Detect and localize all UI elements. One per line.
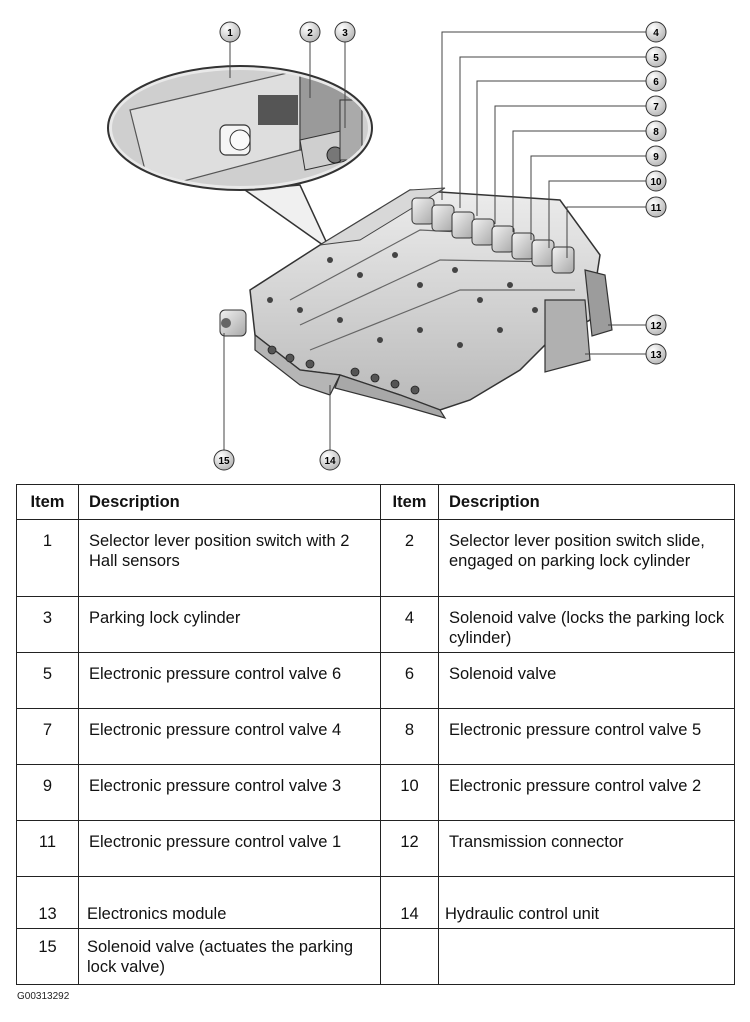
table-row: 1 Selector lever position switch with 2 … <box>16 519 735 597</box>
item-number: 4 <box>380 596 439 653</box>
detail-zoom-view <box>107 65 373 253</box>
table-row: 3 Parking lock cylinder 4 Solenoid valve… <box>16 596 735 653</box>
svg-text:13: 13 <box>650 350 662 361</box>
table-row: 15 Solenoid valve (actuates the parking … <box>16 928 735 985</box>
item-number: 2 <box>380 519 439 597</box>
item-number: 11 <box>16 820 79 877</box>
callout-2: 2 <box>299 21 321 43</box>
item-description: Hydraulic control unit <box>438 876 735 929</box>
item-number: 5 <box>16 652 79 709</box>
item-description: Selector lever position switch with 2 Ha… <box>78 519 381 597</box>
item-description: Solenoid valve (actuates the parking loc… <box>78 928 381 985</box>
header-description-right: Description <box>438 484 735 520</box>
header-item-left: Item <box>16 484 79 520</box>
item-description: Electronic pressure control valve 3 <box>78 764 381 821</box>
callout-3: 3 <box>334 21 356 43</box>
item-number: 12 <box>380 820 439 877</box>
callout-13: 13 <box>645 343 667 365</box>
svg-text:6: 6 <box>653 77 659 88</box>
item-description: Selector lever position switch slide, en… <box>438 519 735 597</box>
svg-text:4: 4 <box>653 28 659 39</box>
valve-body <box>219 187 613 420</box>
svg-text:9: 9 <box>653 152 659 163</box>
callout-14: 14 <box>319 449 341 471</box>
item-number: 10 <box>380 764 439 821</box>
callout-5: 5 <box>645 46 667 68</box>
callout-8: 8 <box>645 120 667 142</box>
table-row: 9 Electronic pressure control valve 3 10… <box>16 764 735 821</box>
callout-4: 4 <box>645 21 667 43</box>
header-description-left: Description <box>78 484 381 520</box>
item-number: 7 <box>16 708 79 765</box>
table-row: 11 Electronic pressure control valve 1 1… <box>16 820 735 877</box>
item-description: Electronic pressure control valve 2 <box>438 764 735 821</box>
svg-text:10: 10 <box>650 177 662 188</box>
item-description: Electronic pressure control valve 5 <box>438 708 735 765</box>
callout-15: 15 <box>213 449 235 471</box>
item-number: 6 <box>380 652 439 709</box>
callout-12: 12 <box>645 314 667 336</box>
svg-text:11: 11 <box>651 203 662 214</box>
item-description: Solenoid valve <box>438 652 735 709</box>
callout-11: 11 <box>645 196 667 218</box>
svg-text:7: 7 <box>653 102 659 113</box>
valve-body-illustration: 1 2 3 4 5 6 7 8 9 10 11 12 13 14 15 <box>107 21 667 471</box>
item-number: 13 <box>16 876 79 929</box>
item-number: 9 <box>16 764 79 821</box>
table-row: 13 Electronics module 14 Hydraulic contr… <box>16 876 735 929</box>
svg-text:14: 14 <box>324 456 336 467</box>
callout-7: 7 <box>645 95 667 117</box>
callout-9: 9 <box>645 145 667 167</box>
item-description: Transmission connector <box>438 820 735 877</box>
svg-text:5: 5 <box>653 53 659 64</box>
callout-bubbles: 1 2 3 4 5 6 7 8 9 10 11 12 13 14 15 <box>213 21 667 471</box>
item-description: Electronic pressure control valve 1 <box>78 820 381 877</box>
table-row: 5 Electronic pressure control valve 6 6 … <box>16 652 735 709</box>
callout-6: 6 <box>645 70 667 92</box>
parts-table: Item Description Item Description 1 Sele… <box>16 484 735 985</box>
leader-lines <box>223 31 648 450</box>
svg-text:12: 12 <box>650 321 662 332</box>
item-description: Electronics module <box>78 876 381 929</box>
item-description: Parking lock cylinder <box>78 596 381 653</box>
svg-text:15: 15 <box>218 456 230 467</box>
callout-1: 1 <box>219 21 241 43</box>
table-row: 7 Electronic pressure control valve 4 8 … <box>16 708 735 765</box>
item-description: Solenoid valve (locks the parking lock c… <box>438 596 735 653</box>
svg-text:8: 8 <box>653 127 659 138</box>
item-number: 8 <box>380 708 439 765</box>
item-number: 15 <box>16 928 79 985</box>
item-number: 3 <box>16 596 79 653</box>
item-description: Electronic pressure control valve 4 <box>78 708 381 765</box>
item-number: 1 <box>16 519 79 597</box>
svg-text:2: 2 <box>307 28 313 39</box>
header-item-right: Item <box>380 484 439 520</box>
table-header-row: Item Description Item Description <box>16 484 735 520</box>
svg-text:1: 1 <box>227 28 233 39</box>
figure-code: G00313292 <box>17 991 70 1002</box>
item-description: Electronic pressure control valve 6 <box>78 652 381 709</box>
svg-text:3: 3 <box>342 28 348 39</box>
item-description <box>438 928 735 985</box>
item-number <box>380 928 439 985</box>
callout-10: 10 <box>645 170 667 192</box>
item-number: 14 <box>380 876 439 929</box>
